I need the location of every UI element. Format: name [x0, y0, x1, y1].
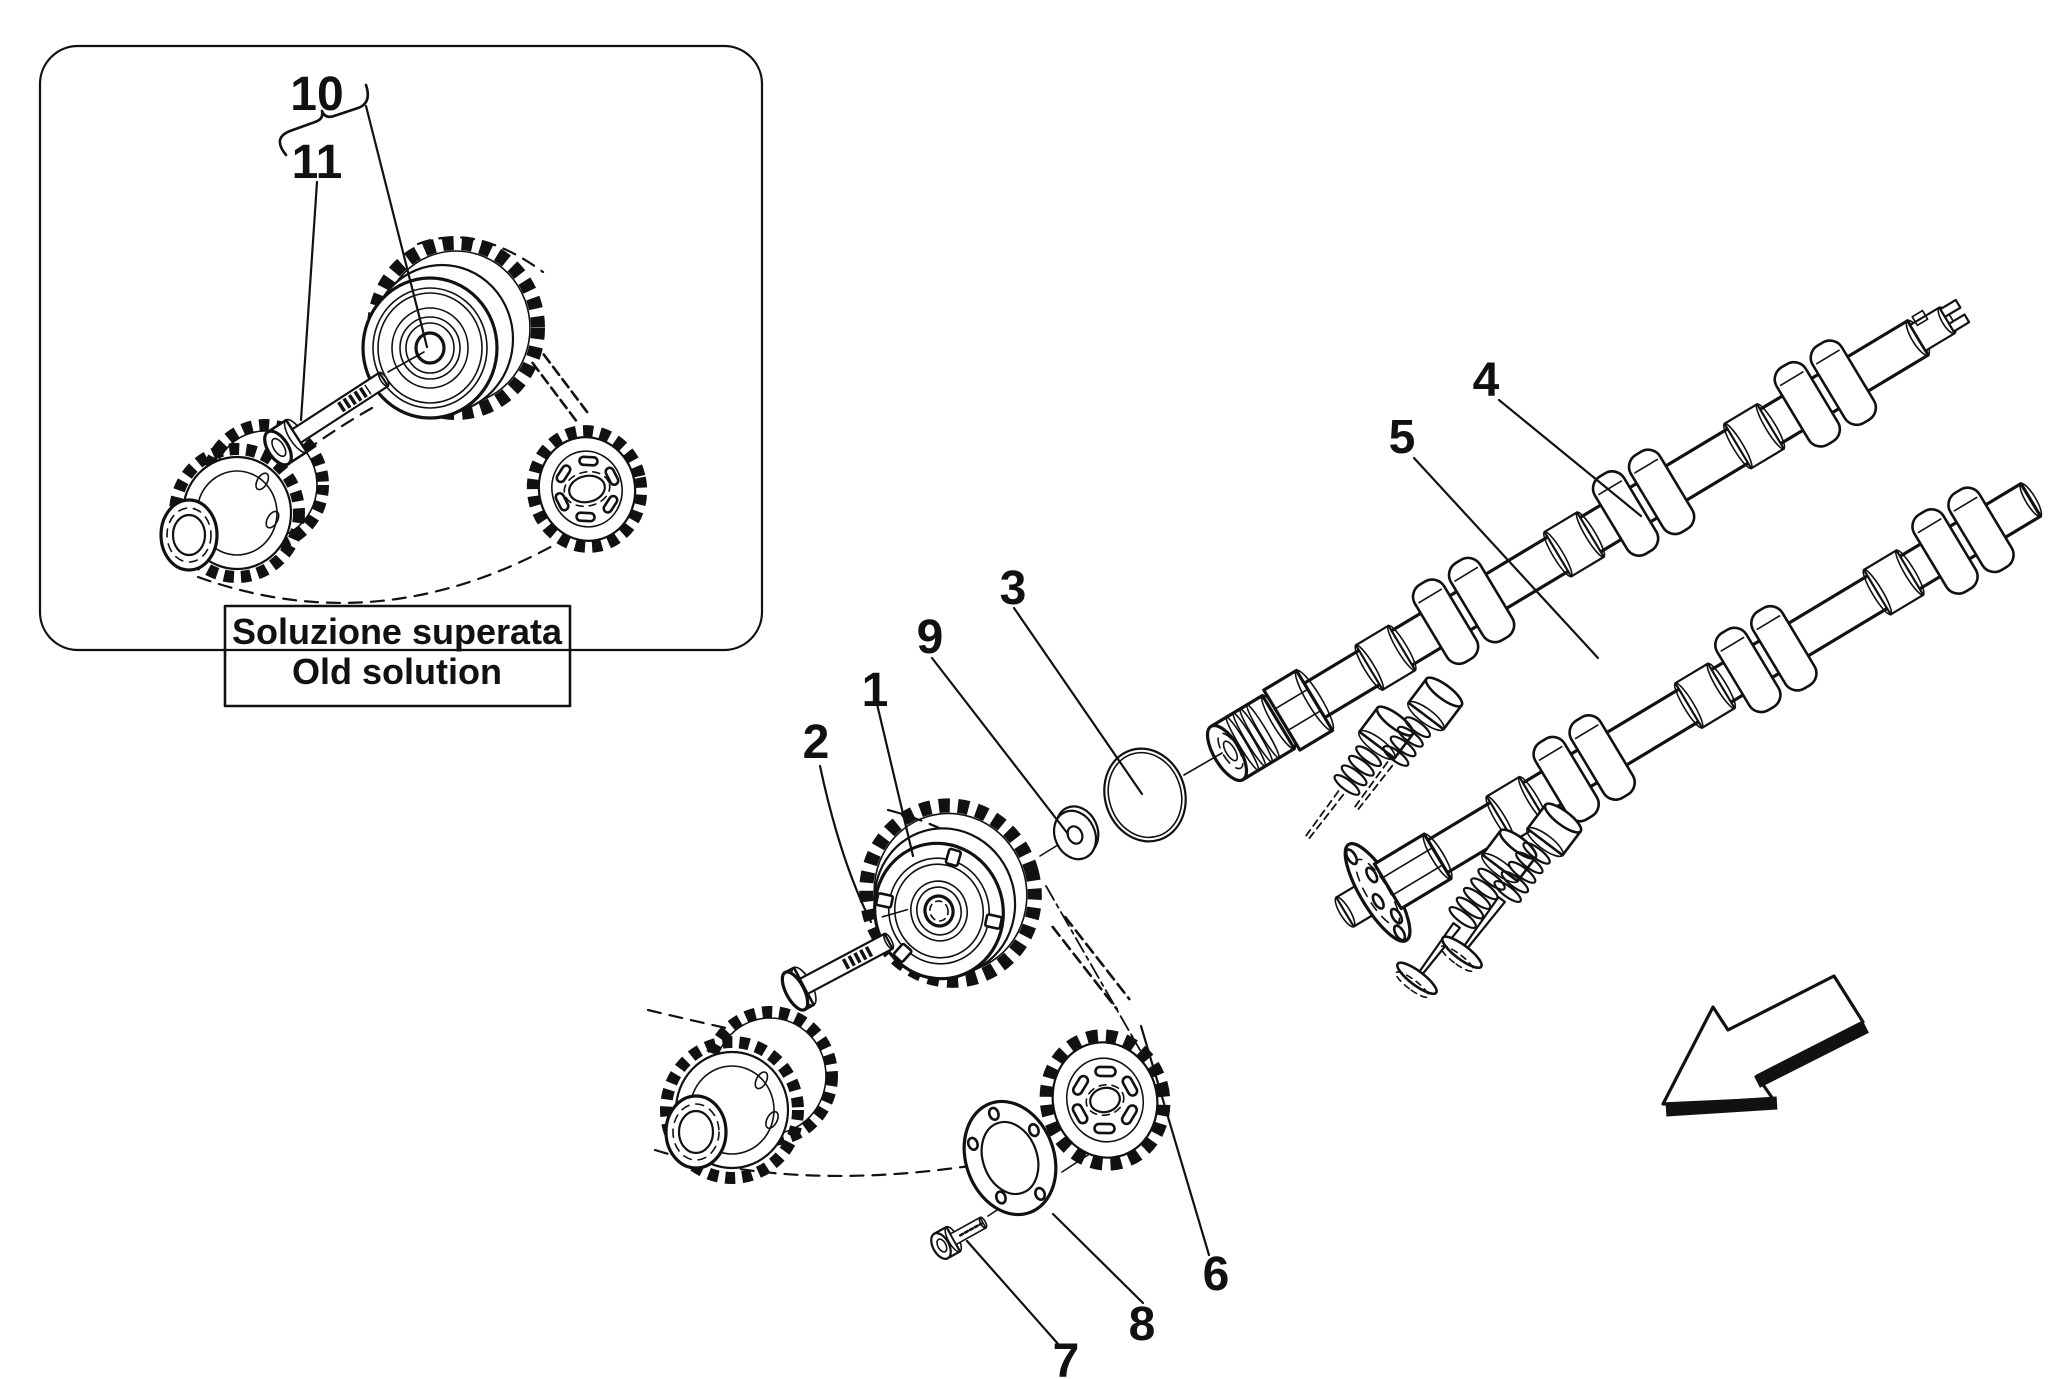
- leader-line-6: [1139, 1024, 1211, 1257]
- retainer-plate: [962, 1099, 1058, 1217]
- direction-arrow: [1661, 974, 1869, 1117]
- caption-backdrop: [223, 604, 572, 708]
- part-label-4: 4: [1473, 354, 1500, 407]
- axis-line: [1183, 752, 1223, 776]
- o-ring: [1103, 747, 1187, 843]
- leader-line-4: [1497, 398, 1643, 518]
- part-label-9: 9: [917, 611, 944, 664]
- leader-line-11: [299, 180, 319, 422]
- part-label-8: 8: [1129, 1298, 1156, 1351]
- timing-chain-segment: [1051, 915, 1131, 1011]
- center-cluster: [780, 747, 1223, 1051]
- old-solution-inset: 10 11 Soluzione superata Old solution: [38, 44, 764, 708]
- leader-line-9: [930, 656, 1070, 836]
- part-label-10: 10: [290, 68, 343, 121]
- inset-caption-english: Old solution: [292, 651, 502, 692]
- inset-caption-italian: Soluzione superata: [232, 611, 563, 652]
- leader-line-1: [875, 702, 915, 858]
- leader-line-2: [818, 764, 873, 924]
- sprocket-old: [526, 425, 648, 553]
- drive-gear-old: [159, 419, 329, 583]
- leader-line-8: [1051, 1212, 1145, 1305]
- part-label-6: 6: [1203, 1248, 1230, 1301]
- part-label-2: 2: [803, 716, 830, 769]
- leader-line-10: [364, 104, 429, 349]
- exhaust-camshaft: [1334, 481, 2043, 943]
- chain-segment-old: [531, 353, 591, 425]
- part-label-7: 7: [1053, 1335, 1080, 1379]
- leader-line-7: [965, 1239, 1061, 1347]
- part-label-11: 11: [292, 136, 343, 189]
- socket-screw: [930, 1216, 988, 1260]
- leader-line-3: [1012, 606, 1144, 796]
- vvt-actuator-gear: [859, 798, 1042, 988]
- part-label-5: 5: [1389, 411, 1416, 464]
- timing-sprocket: [1039, 1029, 1171, 1171]
- part-label-3: 3: [1000, 562, 1027, 615]
- brace-10-11: [278, 83, 370, 157]
- chain-path-arc: [196, 542, 558, 605]
- part-callouts: 1 2 3 4 5 6 7 8 9: [803, 354, 1643, 1379]
- chain-path-arc: [653, 1148, 997, 1178]
- axis-line: [387, 351, 425, 373]
- leader-line-5: [1412, 456, 1600, 660]
- drive-gear: [660, 1006, 838, 1184]
- part-label-1: 1: [862, 664, 889, 717]
- camshaft-bolt: [780, 932, 895, 1012]
- inset-border: [38, 44, 764, 652]
- timing-gear-old: [361, 236, 545, 420]
- intake-camshaft: [1205, 298, 1971, 783]
- washer: [1052, 805, 1100, 861]
- bolt-old: [263, 371, 390, 467]
- lower-cluster: [646, 1006, 1171, 1260]
- chain-path-arc: [294, 406, 374, 460]
- chain-path-arc: [646, 1008, 728, 1030]
- chain-run-line: [1045, 885, 1141, 1051]
